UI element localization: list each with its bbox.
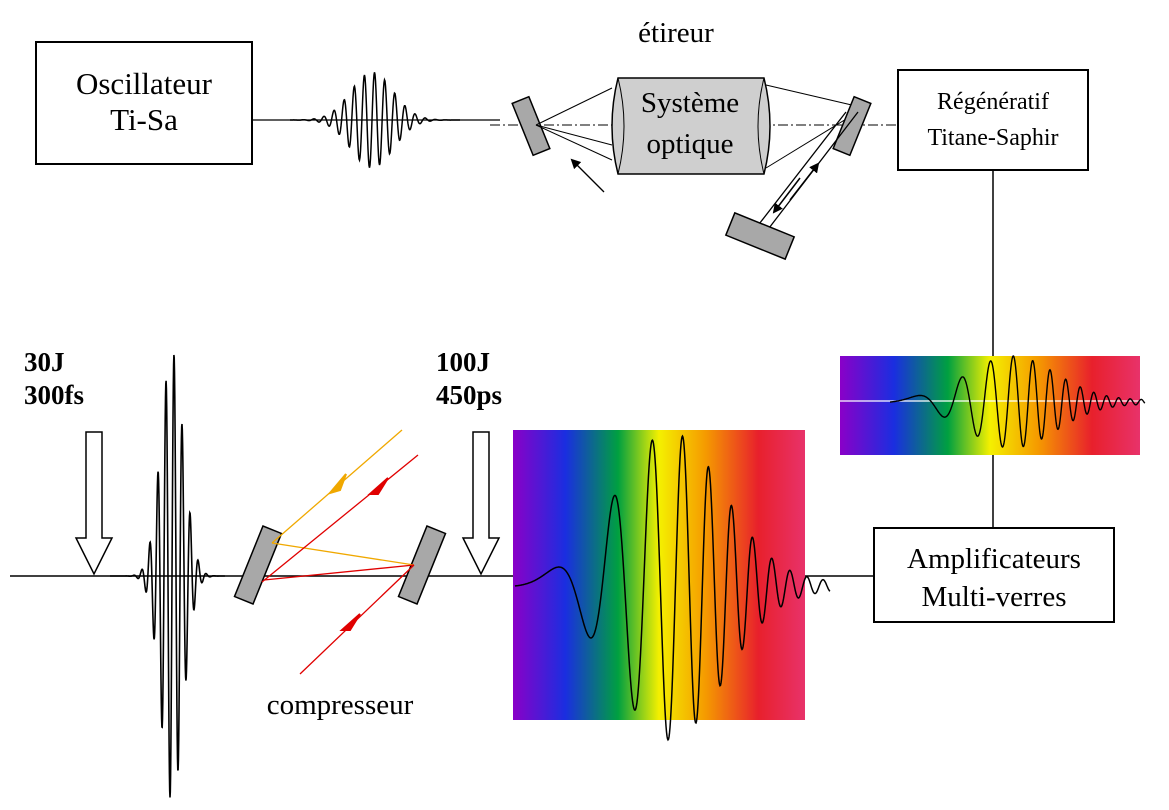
compressor-beam-orange [271,542,415,566]
output-duration-label: 300fs [24,380,84,410]
stretcher-ray [765,112,857,169]
amp-label-line1: Amplificateurs [907,543,1081,575]
fold-mirror [724,211,796,261]
fold-arrow [772,177,801,214]
stretcher-grating-left [511,95,551,157]
optics-label-line2: optique [647,128,734,160]
input-annotation-arrow [461,431,501,576]
stretcher-input-arrow [570,158,605,193]
compressor-beam-red [263,564,415,581]
stretcher-ray [765,84,857,107]
red-arrowhead [339,613,361,631]
optical-system: Système optique [611,77,771,175]
oscillator-box [35,41,253,165]
stretcher-grating-right [832,95,872,157]
orange-arrowhead [327,473,347,495]
regen-label-line2: Titane-Saphir [927,125,1058,151]
amplifiers-block: Amplificateurs Multi-verres [873,527,1115,623]
optics-label-line1: Système [641,87,739,119]
input-duration-label: 450ps [436,380,502,410]
oscillator-block: Oscillateur Ti-Sa [35,41,253,165]
regenerative-amplifier-block: Régénératif Titane-Saphir [897,69,1089,171]
stretcher-ray [535,124,613,161]
oscillator-label-line2: Ti-Sa [110,102,178,137]
input-energy-label: 100J [436,347,490,377]
stretched-pulse-spectrum [840,356,1140,455]
stretched-pulse-waveform [890,355,1146,448]
compressed-pulse-waveform [110,354,225,798]
fold-arrow [789,162,820,201]
stretcher-ray [535,124,613,146]
amplified-pulse-waveform [514,434,831,742]
seed-pulse-waveform [290,72,460,168]
stretcher-title: étireur [638,17,714,49]
amplifiers-box [873,527,1115,623]
amplified-pulse-spectrum [513,430,805,720]
amp-label-line2: Multi-verres [922,581,1067,613]
fold-ray [755,111,847,229]
output-annotation-arrow [74,431,114,576]
compressor-grating-right [397,525,447,605]
oscillator-label-line1: Oscillateur [76,66,213,101]
regenerative-amplifier-box [897,69,1089,171]
stretcher-ray [535,87,613,126]
regen-label-line1: Régénératif [937,89,1049,115]
compressor-beam-red [261,454,419,583]
compressor-grating-left [233,525,283,605]
compressor-label: compresseur [267,689,414,721]
output-energy-label: 30J [24,347,65,377]
red-arrowhead [367,477,389,495]
